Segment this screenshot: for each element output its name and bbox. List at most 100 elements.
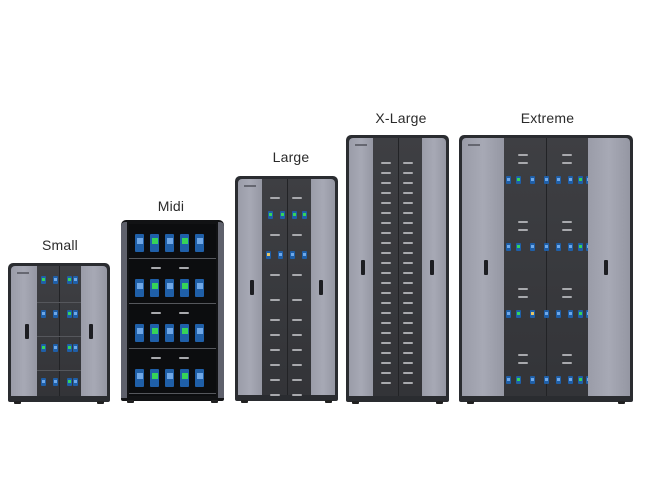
cabinet-large[interactable] [235, 176, 338, 403]
slot-marker [381, 282, 391, 284]
shelf-divider [129, 258, 216, 259]
device-icon [150, 279, 159, 297]
slot-marker [403, 292, 413, 294]
cabinet-extreme[interactable] [459, 135, 633, 404]
slot-marker [403, 202, 413, 204]
device-icon [53, 344, 58, 352]
slot-marker [381, 352, 391, 354]
slot-marker [562, 288, 572, 290]
slot-marker [381, 242, 391, 244]
shelf-divider [37, 336, 81, 337]
device-icon [73, 344, 78, 352]
cabinet-interior [373, 138, 422, 396]
slot-marker [562, 162, 572, 164]
brand-logo-icon [468, 144, 480, 146]
device-icon [180, 234, 189, 252]
device-icon [67, 276, 72, 284]
device-icon [73, 310, 78, 318]
slot-marker [518, 296, 528, 298]
device-icon [165, 279, 174, 297]
slot-marker [381, 162, 391, 164]
slot-marker [381, 232, 391, 234]
slot-marker [403, 282, 413, 284]
right-door-panel [588, 138, 630, 396]
slot-marker [292, 364, 302, 366]
slot-marker [403, 212, 413, 214]
cabinet-midi[interactable] [121, 220, 224, 403]
device-icon [53, 310, 58, 318]
slot-marker [270, 274, 280, 276]
slot-marker [518, 354, 528, 356]
slot-marker [403, 272, 413, 274]
slot-marker [381, 362, 391, 364]
left-door-open [121, 222, 127, 398]
shelf-divider [37, 370, 81, 371]
cabinet-interior [504, 138, 591, 396]
device-icon [578, 310, 583, 318]
device-icon [53, 378, 58, 386]
slot-marker [403, 262, 413, 264]
slot-marker [381, 252, 391, 254]
slot-marker [562, 296, 572, 298]
door-handle-icon [430, 260, 434, 275]
slot-marker [270, 334, 280, 336]
device-icon [290, 251, 295, 259]
door-handle-icon [25, 324, 29, 339]
cabinet-x-large[interactable] [346, 135, 449, 404]
slot-marker [270, 394, 280, 396]
right-door-panel [422, 138, 446, 396]
brand-logo-icon [17, 272, 29, 274]
cabinet-small[interactable] [8, 263, 110, 404]
device-icon [165, 324, 174, 342]
cabinet-label-midi: Midi [157, 198, 185, 214]
device-icon [556, 376, 561, 384]
slot-marker [270, 319, 280, 321]
device-icon [556, 310, 561, 318]
slot-marker [292, 319, 302, 321]
device-icon [578, 376, 583, 384]
slot-marker [381, 172, 391, 174]
door-handle-icon [250, 280, 254, 295]
device-icon [195, 369, 204, 387]
slot-marker [292, 234, 302, 236]
device-icon [41, 378, 46, 386]
slot-marker [179, 312, 189, 314]
device-icon [67, 378, 72, 386]
slot-marker [403, 342, 413, 344]
slot-marker [403, 182, 413, 184]
slot-marker [403, 382, 413, 384]
slot-marker [403, 332, 413, 334]
slot-marker [381, 382, 391, 384]
door-handle-icon [319, 280, 323, 295]
slot-marker [403, 352, 413, 354]
slot-marker [403, 322, 413, 324]
left-door-panel [349, 138, 373, 396]
device-icon [67, 310, 72, 318]
device-icon [506, 176, 511, 184]
cabinet-interior [37, 266, 81, 396]
slot-marker [562, 229, 572, 231]
device-icon [53, 276, 58, 284]
slot-marker [292, 394, 302, 396]
device-icon [544, 176, 549, 184]
device-icon [530, 243, 535, 251]
door-handle-icon [89, 324, 93, 339]
slot-marker [270, 364, 280, 366]
cabinet-interior [262, 179, 311, 396]
slot-marker [381, 192, 391, 194]
door-handle-icon [484, 260, 488, 275]
slot-marker [381, 312, 391, 314]
device-icon [578, 176, 583, 184]
slot-marker [292, 299, 302, 301]
device-icon [530, 310, 535, 318]
slot-marker [270, 197, 280, 199]
right-door-panel [311, 179, 335, 395]
slot-marker [381, 182, 391, 184]
device-icon [195, 234, 204, 252]
slot-marker [270, 349, 280, 351]
slot-marker [270, 234, 280, 236]
slot-marker [381, 222, 391, 224]
device-icon [292, 211, 297, 219]
slot-marker [403, 192, 413, 194]
slot-marker [151, 357, 161, 359]
